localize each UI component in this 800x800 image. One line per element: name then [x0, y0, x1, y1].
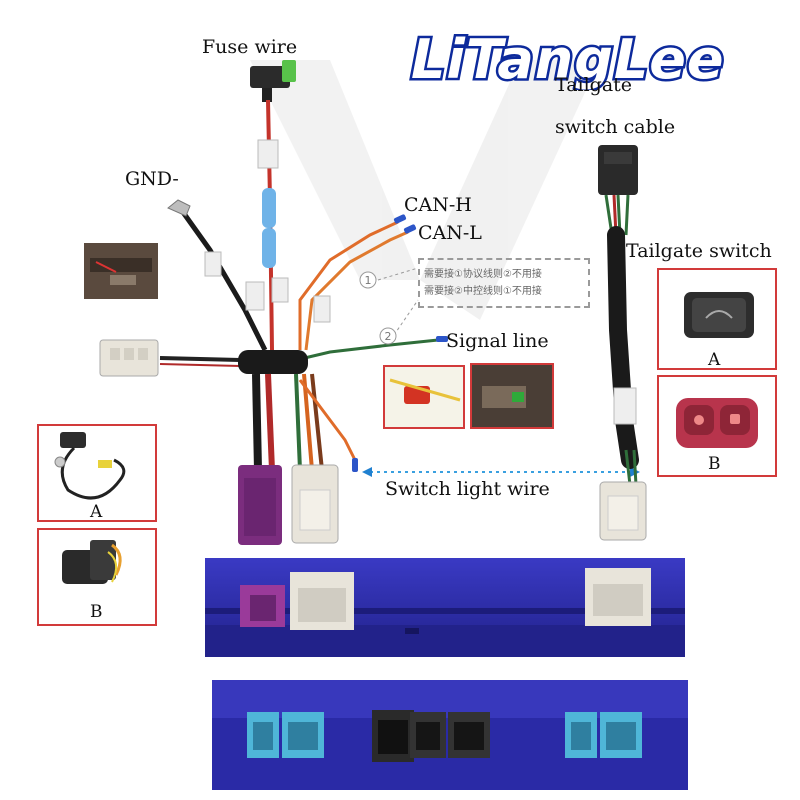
- option-a-frame-left: [37, 424, 157, 522]
- signal-line-wire: [295, 338, 439, 362]
- harness-label-tag-2: [271, 277, 289, 303]
- signal-install-photo: [470, 363, 554, 429]
- note-leader-1: [377, 267, 419, 281]
- marker-1-circle: [359, 271, 377, 289]
- marker-2-text: 2: [385, 330, 392, 343]
- tailgate-switch-b-frame: [657, 375, 777, 477]
- signal-line-label: Signal line: [446, 330, 549, 352]
- switch-light-arrow-left-head: [362, 467, 372, 477]
- switch-light-wire-label: Switch light wire: [385, 478, 550, 500]
- switch-light-wire: [298, 379, 358, 463]
- trunk-wires-red: [265, 373, 275, 471]
- tailgate-cable-sleeve: [607, 226, 639, 469]
- side-connector-wire-red: [159, 363, 241, 367]
- tailgate-bottom-connector: [599, 481, 647, 541]
- option-b-label-left: B: [90, 602, 103, 622]
- tailgate-switch-b-label: B: [708, 454, 721, 474]
- control-module-bottom: [212, 680, 688, 790]
- option-b-device-left: [62, 540, 122, 584]
- fuse-wire-label: Fuse wire: [202, 36, 298, 58]
- gnd-wire-black: [177, 206, 268, 352]
- gnd-label-tag: [204, 251, 222, 277]
- cream-connector: [291, 464, 339, 544]
- can-h-wire: [298, 220, 399, 350]
- option-a-label-left: A: [90, 502, 103, 522]
- can-label-tag: [313, 295, 331, 323]
- gnd-label: GND-: [125, 168, 179, 190]
- switch-light-tip: [352, 458, 358, 472]
- marker-1-text: 1: [365, 274, 372, 287]
- tailgate-switch-a-frame: [657, 268, 777, 370]
- tailgate-cable-label-tag: [613, 387, 637, 425]
- purple-connector: [238, 465, 282, 545]
- wiring-note-line-1: 需要接①协议线则②不用接: [424, 269, 542, 280]
- litanglee-logo: LiTangLee: [409, 30, 727, 90]
- tailgate-cable-connector: [598, 145, 638, 195]
- fuse-holder: [250, 60, 296, 102]
- signal-tap-photo: [383, 365, 465, 429]
- trunk-wires-green: [294, 373, 302, 471]
- trunk-wires-brown: [310, 373, 324, 471]
- wire-splice-blue: [262, 188, 276, 268]
- can-h-label: CAN-H: [404, 194, 472, 216]
- tailgate-switch-a-label: A: [708, 350, 721, 370]
- trunk-wires-black: [252, 373, 262, 471]
- trunk-wires-orange: [302, 373, 314, 471]
- tailgate-switch-b-device: [676, 398, 758, 448]
- signal-line-tip: [436, 336, 448, 342]
- background-watermark: [250, 60, 600, 320]
- can-h-tip: [393, 214, 407, 224]
- gnd-photo: [84, 243, 158, 299]
- option-b-frame-left: [37, 528, 157, 626]
- wiring-note: 需要接①协议线则②不用接 需要接②中控线则①不用接: [418, 258, 590, 308]
- tailgate-switch-a-device: [684, 292, 754, 338]
- wiring-note-line-2: 需要接②中控线则①不用接: [424, 286, 542, 297]
- tailgate-switch-cable-label-line1: Tailgate: [555, 74, 633, 96]
- tailgate-switch-cable-label-line2: switch cable: [555, 116, 676, 138]
- tailgate-switch-label: Tailgate switch: [626, 240, 772, 262]
- gnd-terminal: [167, 199, 191, 217]
- harness-bundle: [238, 350, 308, 374]
- svg-text:LiTangLee: LiTangLee: [411, 30, 725, 90]
- marker-2-circle: [379, 327, 397, 345]
- control-module-top: [205, 558, 685, 657]
- note-leader-2: [393, 299, 419, 336]
- option-a-device-left: [54, 432, 126, 500]
- harness-label-tag: [245, 281, 265, 311]
- can-l-wire: [304, 230, 409, 351]
- can-l-label: CAN-L: [418, 222, 482, 244]
- fuse-wire-label-tag: [257, 139, 279, 169]
- can-l-tip: [403, 224, 417, 234]
